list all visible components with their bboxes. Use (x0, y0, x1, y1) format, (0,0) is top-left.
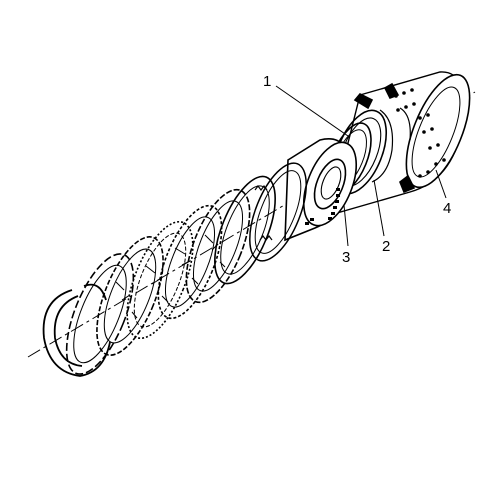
part-4-clutch-housing (329, 71, 471, 217)
return-spring-assembly (249, 162, 307, 262)
callout-4: 4 (443, 200, 451, 217)
clutch-plate-2 (185, 188, 251, 304)
part-3-piston-hub (284, 138, 358, 242)
leader-lines (275, 85, 447, 247)
leader-line-1 (275, 85, 349, 137)
callout-labels: 1 2 3 4 (263, 73, 451, 266)
clutch-plate-3 (157, 204, 223, 320)
clutch-plate-1 (214, 175, 276, 285)
callout-3: 3 (342, 249, 350, 266)
leader-line-3 (343, 204, 349, 247)
clutch-plate-6 (65, 253, 135, 375)
callout-1: 1 (263, 73, 271, 90)
leader-line-2 (373, 179, 385, 237)
clutch-plate-4 (126, 220, 194, 340)
front-snap-ring (42, 283, 111, 377)
callout-2: 2 (382, 238, 390, 255)
leader-line-4 (435, 169, 447, 199)
